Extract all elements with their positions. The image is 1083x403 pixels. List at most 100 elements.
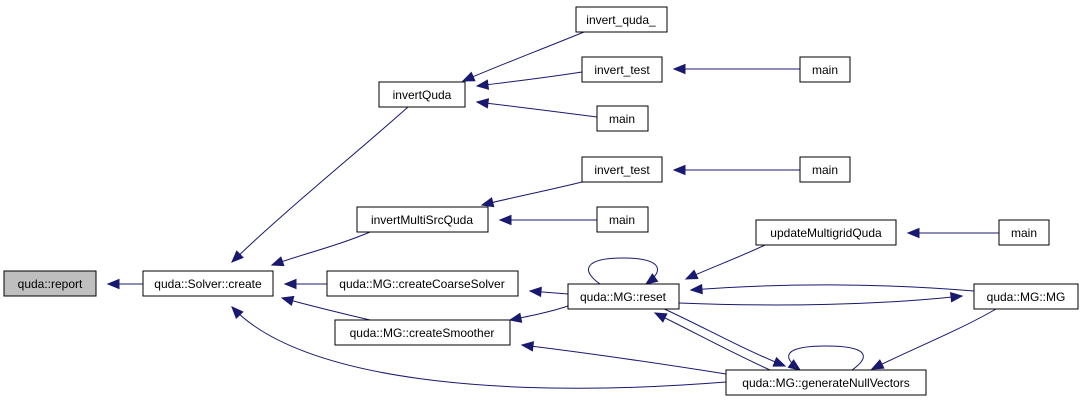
node-invert-quda-underscore[interactable]: invert_quda_ — [575, 6, 668, 33]
arrowhead — [672, 63, 686, 75]
node-label: main — [1011, 226, 1037, 240]
arrowhead — [480, 197, 495, 208]
edge-nullvectors-from-mgmg — [870, 308, 997, 370]
edge-nullvectors-from-reset — [659, 306, 787, 367]
edge-line — [521, 344, 727, 375]
edge-create-from-smoother — [280, 295, 371, 321]
node-main-1[interactable]: main — [799, 56, 851, 83]
node-quda-report[interactable]: quda::report — [3, 270, 97, 297]
node-label: main — [812, 163, 838, 177]
edge-create-from-invertquda — [231, 106, 409, 263]
edge-create-from-nullvectors — [231, 306, 727, 389]
node-invert-test-1[interactable]: invert_test — [581, 56, 663, 83]
edge-reset-from-updatemg — [684, 244, 766, 280]
edge-invertquda-from-invert-test-1 — [475, 71, 583, 90]
edge-multisrc-from-invert-test-2 — [480, 181, 583, 208]
arrowhead — [520, 341, 535, 352]
edge-coarsesolver-from-reset — [528, 286, 569, 298]
arrowhead — [528, 286, 542, 298]
node-label: quda::MG::MG — [987, 290, 1066, 304]
edge-invert-test-2-from-main-3 — [672, 164, 800, 176]
node-label: invert_test — [594, 63, 650, 77]
node-main-4[interactable]: main — [596, 206, 649, 233]
node-label: quda::MG::reset — [580, 290, 667, 304]
arrowhead — [280, 295, 295, 307]
node-main-2[interactable]: main — [596, 105, 649, 132]
node-label: invert_quda_ — [586, 13, 656, 27]
node-updatemultigridquda[interactable]: updateMultigridQuda — [755, 219, 897, 246]
edge-invertquda-from-main-2 — [475, 98, 598, 118]
edge-create-from-coarsesolver — [283, 278, 327, 290]
node-label: invertQuda — [393, 88, 452, 102]
node-mg-reset[interactable]: quda::MG::reset — [567, 283, 680, 310]
edge-line — [690, 284, 975, 292]
arrowhead — [508, 312, 523, 323]
edge-line — [281, 297, 371, 321]
edge-line — [271, 231, 371, 266]
node-invertquda[interactable]: invertQuda — [378, 81, 466, 108]
arrowhead — [231, 250, 244, 263]
arrowhead — [787, 359, 802, 371]
node-mg-createcoarsesolver[interactable]: quda::MG::createCoarseSolver — [326, 270, 519, 297]
edge-line — [685, 244, 766, 280]
node-label: invert_test — [594, 163, 650, 177]
edges — [106, 31, 999, 389]
edge-line — [654, 312, 771, 371]
arrowhead — [475, 79, 490, 90]
node-label: quda::MG::createCoarseSolver — [339, 277, 504, 291]
edge-line — [462, 31, 585, 82]
edge-line — [871, 308, 997, 370]
node-label: quda::MG::generateNullVectors — [742, 376, 909, 390]
arrowhead — [475, 98, 490, 109]
edge-mgmg-from-reset — [678, 292, 964, 306]
node-invertmultisrcquda[interactable]: invertMultiSrcQuda — [356, 206, 489, 233]
arrowhead — [689, 283, 703, 295]
node-label: main — [812, 63, 838, 77]
edge-line — [476, 101, 598, 118]
edge-multisrc-from-main-4 — [498, 214, 597, 226]
node-label: main — [609, 112, 635, 126]
node-label: quda::MG::createSmoother — [350, 326, 495, 340]
edge-smoother-from-reset — [508, 305, 569, 323]
node-mg-constructor[interactable]: quda::MG::MG — [973, 283, 1079, 310]
node-mg-generatenullvectors[interactable]: quda::MG::generateNullVectors — [725, 369, 927, 396]
node-mg-createsmoother[interactable]: quda::MG::createSmoother — [334, 319, 511, 346]
edge-smoother-from-nullvectors — [520, 341, 727, 375]
edge-line — [659, 306, 786, 367]
arrowhead — [906, 227, 920, 239]
edge-reset-from-mgmg — [689, 283, 975, 295]
arrowhead — [106, 278, 120, 290]
arrowhead — [653, 312, 668, 323]
edge-line — [476, 71, 583, 87]
edge-line — [231, 106, 409, 263]
node-label: main — [609, 213, 635, 227]
edge-report-from-create — [106, 278, 143, 290]
node-solver-create[interactable]: quda::Solver::create — [142, 270, 274, 297]
node-label: quda::report — [18, 277, 83, 291]
edge-invert-test-1-from-main-1 — [672, 63, 800, 75]
edge-line — [678, 295, 963, 306]
node-main-5[interactable]: main — [998, 219, 1050, 246]
edge-nullvectors-self-loop — [787, 345, 864, 371]
arrowhead — [283, 278, 297, 290]
arrowhead — [684, 269, 699, 280]
edge-create-from-multisrc — [270, 231, 371, 267]
arrowhead — [270, 256, 285, 267]
arrowhead — [231, 306, 244, 319]
node-invert-test-2[interactable]: invert_test — [581, 156, 663, 183]
node-label: quda::Solver::create — [154, 277, 262, 291]
node-label: invertMultiSrcQuda — [371, 213, 473, 227]
node-main-3[interactable]: main — [799, 156, 851, 183]
arrowhead — [461, 71, 476, 82]
arrowhead — [772, 356, 787, 367]
edge-updatemg-from-main-5 — [906, 227, 999, 239]
arrowhead — [672, 164, 686, 176]
edge-line — [788, 345, 864, 371]
edge-invertquda-from-quda-underscore — [461, 31, 585, 82]
arrowhead — [870, 359, 885, 370]
edge-reset-from-nullvectors — [653, 312, 771, 371]
node-label: updateMultigridQuda — [770, 226, 882, 240]
arrowhead — [950, 292, 964, 303]
edge-reset-self-loop — [588, 257, 659, 285]
